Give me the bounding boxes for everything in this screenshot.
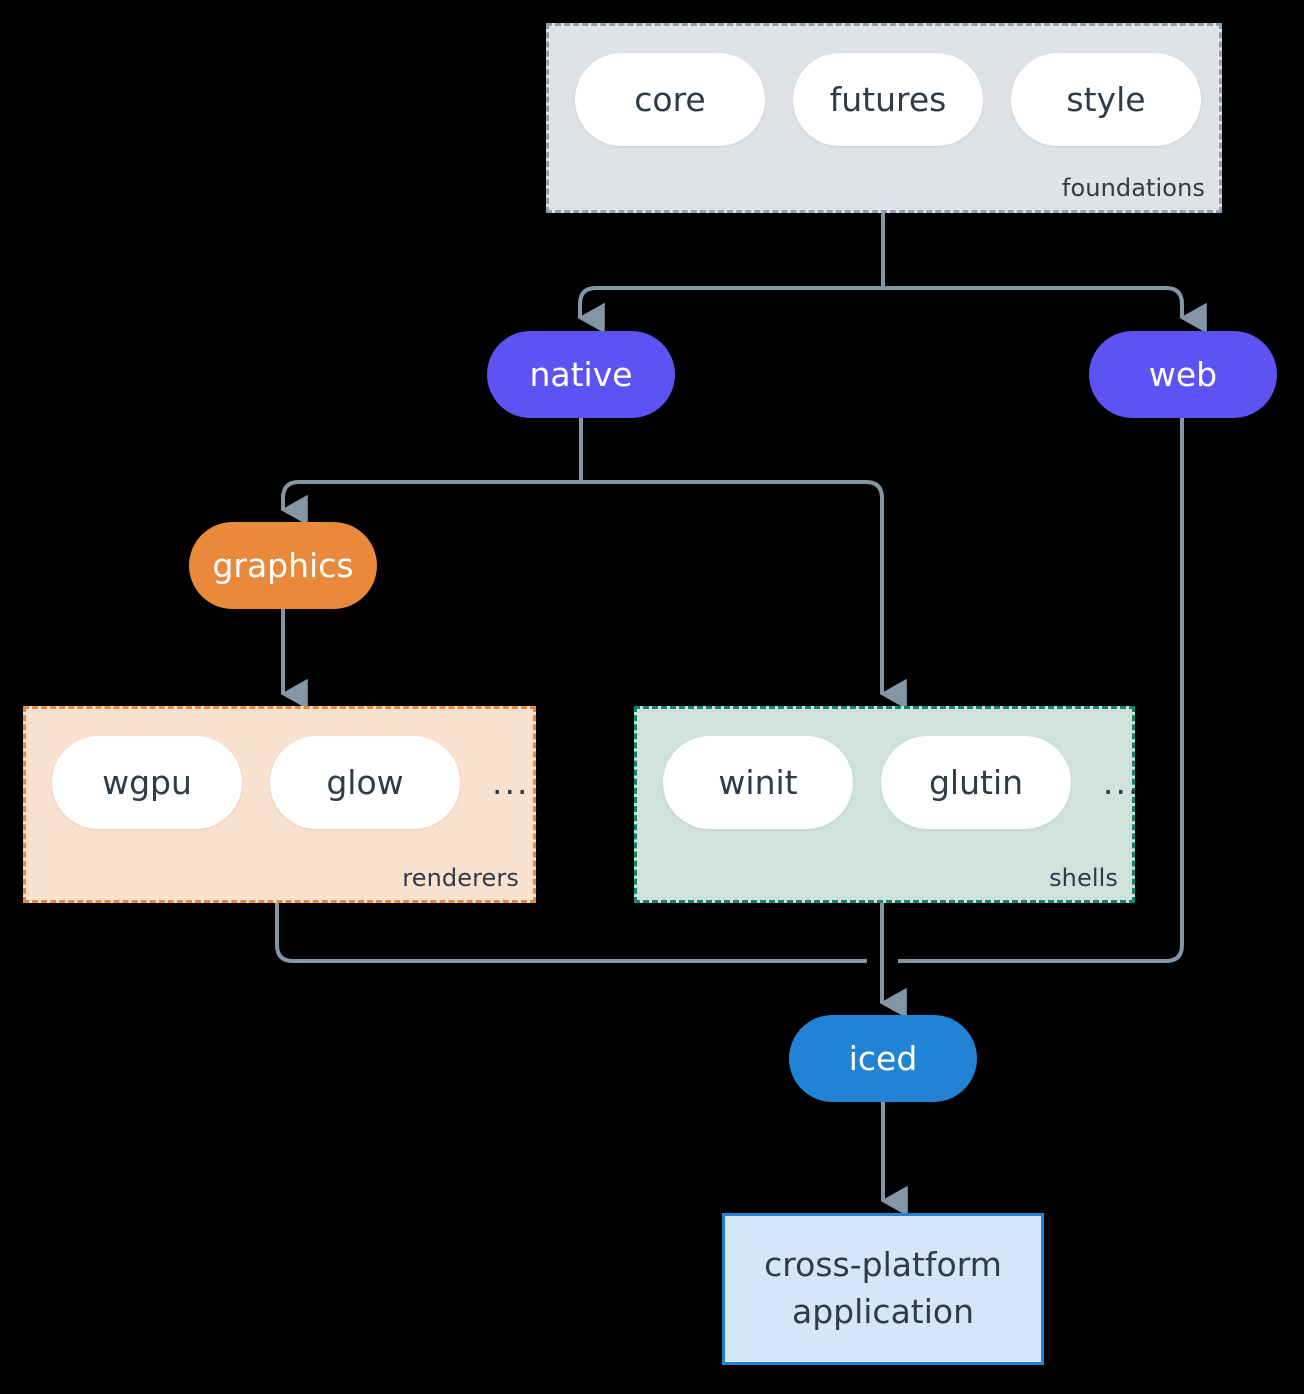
- renderers-item-wgpu[interactable]: wgpu: [52, 736, 242, 829]
- foundations-item-style[interactable]: style: [1011, 53, 1201, 146]
- shells-more-ellipsis: ...: [1103, 762, 1141, 802]
- group-label-shells: shells: [1049, 864, 1118, 892]
- foundations-item-futures[interactable]: futures: [793, 53, 983, 146]
- node-web[interactable]: web: [1089, 331, 1277, 418]
- foundations-item-core[interactable]: core: [575, 53, 765, 146]
- renderers-item-list: wgpu glow ...: [52, 736, 529, 829]
- renderers-more-ellipsis: ...: [492, 762, 530, 802]
- edge-foundations-native: [577, 286, 883, 334]
- shells-item-list: winit glutin ...: [663, 736, 1140, 829]
- application-line-2: application: [791, 1292, 975, 1331]
- group-renderers: wgpu glow ... renderers: [23, 706, 536, 903]
- group-shells: winit glutin ... shells: [634, 706, 1138, 903]
- shells-item-glutin[interactable]: glutin: [881, 736, 1071, 829]
- node-iced[interactable]: iced: [789, 1015, 977, 1102]
- edge-foundations-web: [883, 286, 1207, 334]
- renderers-item-glow[interactable]: glow: [270, 736, 460, 829]
- shells-item-winit[interactable]: winit: [663, 736, 853, 829]
- foundations-item-list: core futures style: [575, 53, 1201, 146]
- edge-native-graphics: [280, 480, 581, 526]
- application-line-1: cross-platform: [764, 1245, 1002, 1285]
- edge-native-shells: [581, 480, 907, 710]
- group-foundations: core futures style foundations: [546, 23, 1222, 213]
- group-label-foundations: foundations: [1061, 174, 1205, 202]
- node-native[interactable]: native: [487, 331, 675, 418]
- node-graphics[interactable]: graphics: [189, 522, 377, 609]
- group-label-renderers: renderers: [402, 864, 519, 892]
- node-cross-platform-application[interactable]: cross-platform application: [722, 1213, 1044, 1365]
- edge-renderers-iced: [275, 903, 867, 963]
